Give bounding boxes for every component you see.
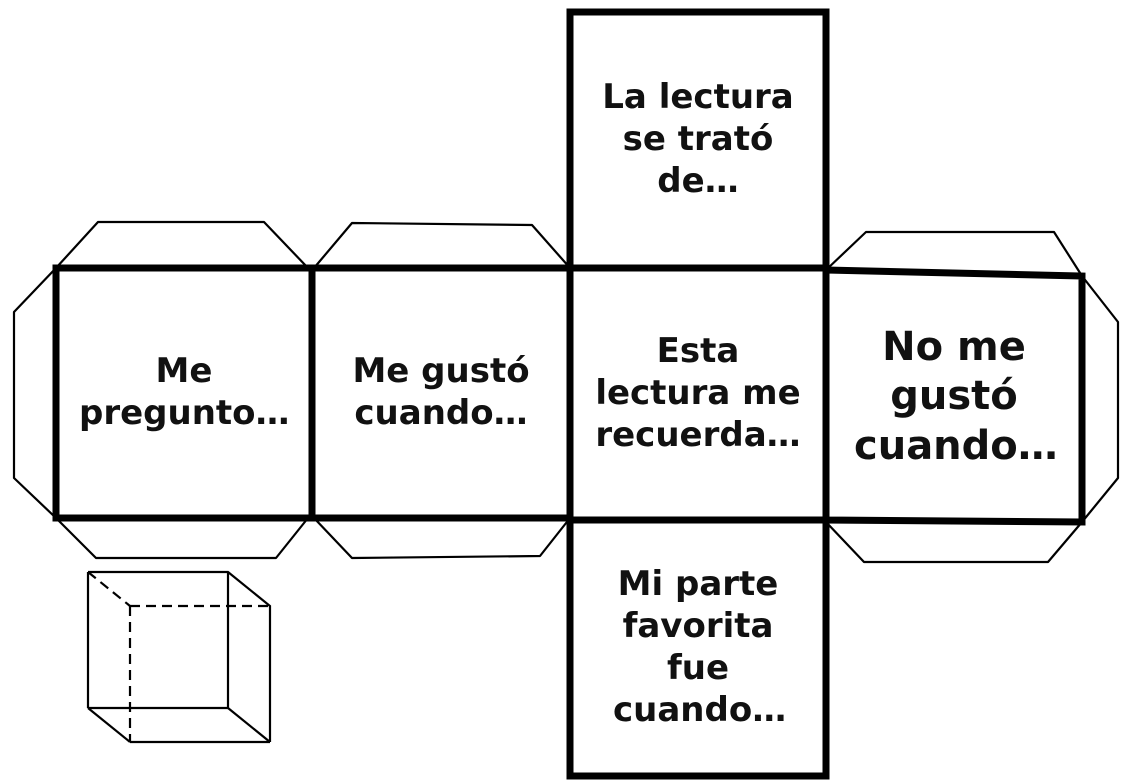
face-center-left: Me gustó cuando… xyxy=(316,272,566,514)
face-top: La lectura se trató de… xyxy=(574,16,822,264)
glue-tab-left-bottom xyxy=(55,517,309,560)
glue-tab-right-side xyxy=(1081,275,1120,523)
face-bottom: Mi parte favorita fue cuando… xyxy=(574,524,822,772)
face-left-label: Me pregunto… xyxy=(79,351,290,433)
glue-tab-left-top xyxy=(55,220,309,269)
face-right-label: No me gustó cuando… xyxy=(854,324,1058,469)
face-right: No me gustó cuando… xyxy=(830,276,1078,518)
face-bottom-label: Mi parte favorita fue cuando… xyxy=(613,564,787,730)
cube-icon xyxy=(86,570,272,744)
glue-tab-right-bottom xyxy=(825,521,1083,564)
face-center: Esta lectura me recuerda… xyxy=(574,272,822,516)
face-center-left-label: Me gustó cuando… xyxy=(352,351,530,433)
face-right-outline xyxy=(822,266,1086,526)
glue-tab-left-side xyxy=(12,267,57,519)
face-bottom-outline xyxy=(566,516,830,780)
glue-tab-right-top xyxy=(825,230,1083,277)
face-center-label: Esta lectura me recuerda… xyxy=(595,331,801,455)
face-top-label: La lectura se trató de… xyxy=(602,77,794,201)
glue-tab-centerleft-bottom xyxy=(313,517,571,560)
glue-tab-centerleft-top xyxy=(313,221,571,269)
face-left: Me pregunto… xyxy=(60,272,308,514)
